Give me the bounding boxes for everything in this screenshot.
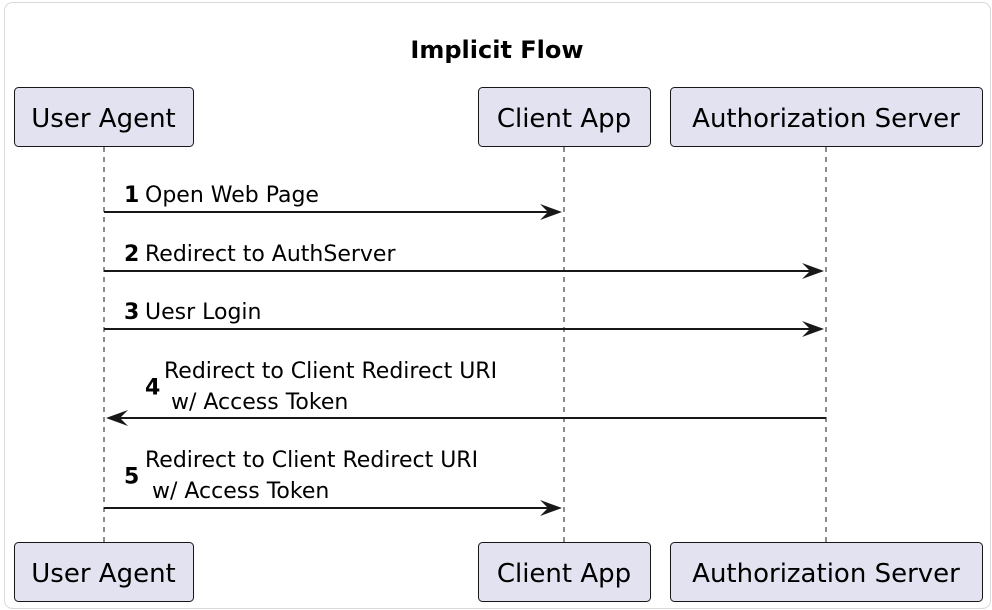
participant-box-ca-top [478, 87, 651, 147]
message-arrowhead-5 [540, 500, 562, 516]
message-number-2: 2 [124, 242, 139, 267]
diagram-title: Implicit Flow [410, 36, 583, 64]
message-number-5: 5 [124, 465, 139, 490]
message-label-1-line-1: Open Web Page [145, 183, 319, 208]
message-label-2-line-1: Redirect to AuthServer [145, 242, 396, 267]
participant-box-as-bottom [670, 542, 983, 602]
message-label-4-line-1: Redirect to Client Redirect URI [164, 359, 497, 384]
message-label-3-line-1: Uesr Login [145, 300, 262, 325]
participant-box-ua-top [14, 87, 194, 147]
diagram-frame [4, 2, 991, 609]
message-label-4-line-2: w/ Access Token [164, 390, 348, 415]
participant-box-as-top [670, 87, 983, 147]
message-number-1: 1 [124, 183, 139, 208]
message-number-4: 4 [145, 376, 160, 401]
participant-box-ca-bottom [478, 542, 651, 602]
message-arrowhead-3 [802, 321, 824, 337]
participant-box-ua-bottom [14, 542, 194, 602]
message-arrowhead-4 [106, 410, 128, 426]
participant-label-ca-bottom: Client App [497, 559, 631, 589]
participant-label-ua-top: User Agent [31, 104, 176, 134]
message-label-5-line-1: Redirect to Client Redirect URI [145, 448, 478, 473]
participant-label-as-top: Authorization Server [692, 104, 960, 134]
participant-label-ca-top: Client App [497, 104, 631, 134]
participant-label-ua-bottom: User Agent [31, 559, 176, 589]
message-label-5-line-2: w/ Access Token [145, 479, 329, 504]
participant-label-as-bottom: Authorization Server [692, 559, 960, 589]
message-arrowhead-2 [802, 263, 824, 279]
message-arrowhead-1 [540, 204, 562, 220]
message-number-3: 3 [124, 300, 139, 325]
